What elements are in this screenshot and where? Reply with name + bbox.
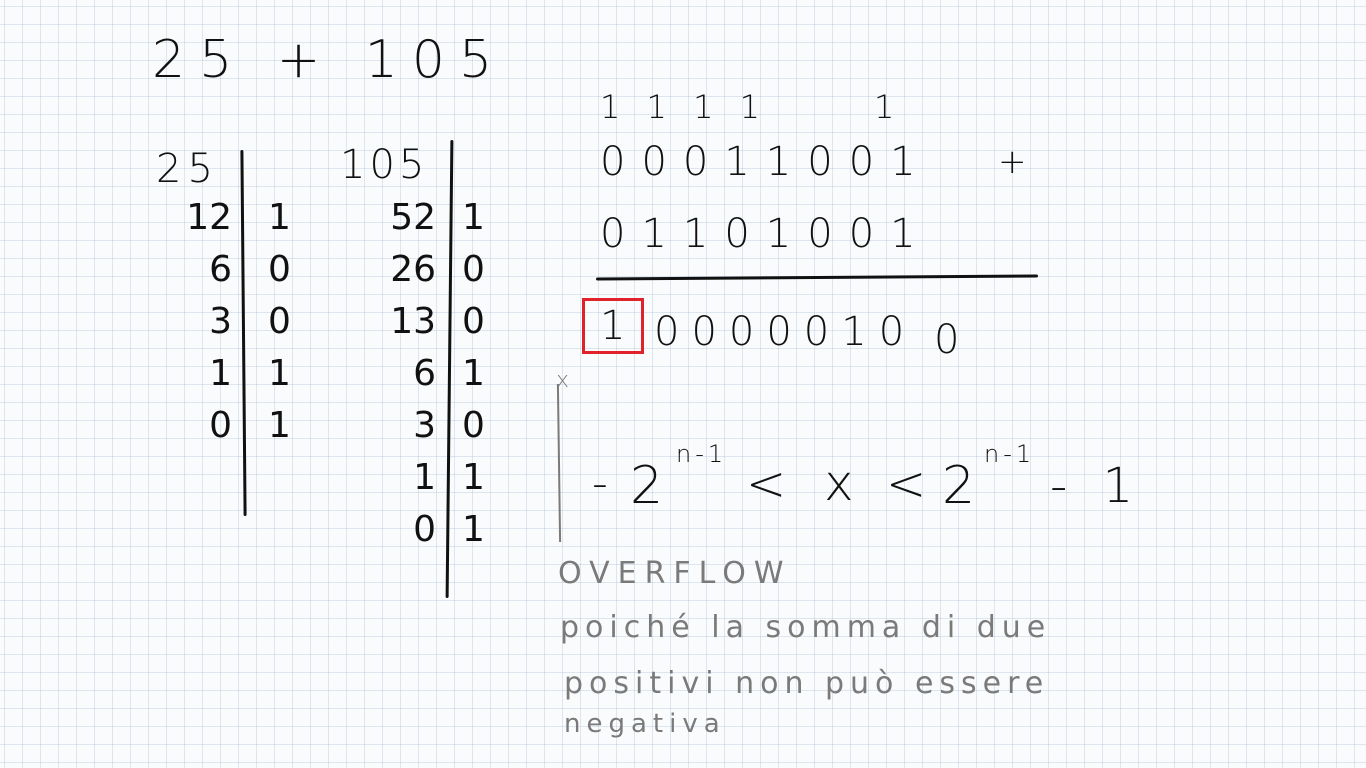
quotient: 13	[390, 301, 436, 342]
remainder: 1	[268, 197, 291, 238]
quotient: 52	[390, 197, 436, 238]
plus-sign: +	[998, 142, 1027, 182]
result-bits: 0000010	[654, 309, 917, 355]
remainder: 0	[462, 301, 485, 342]
operand-1: 00011001	[600, 139, 932, 185]
result-last-bit: 0	[934, 317, 960, 363]
quotient: 0	[209, 405, 232, 446]
carry-row-right: 1	[874, 88, 895, 126]
conversion-25-quotients: 12 6 3 1 0	[150, 192, 232, 452]
formula-lt-1: <	[746, 456, 787, 512]
overflow-note-line-2: positivi non può essere	[564, 666, 1050, 701]
conversion-105-header: 105	[340, 142, 429, 188]
conversion-25-header: 25	[156, 146, 219, 192]
conversion-105-remainders: 1 0 0 1 0 1 1	[462, 192, 502, 556]
quotient: 3	[209, 301, 232, 342]
formula-tail: - 1	[1050, 458, 1144, 514]
formula-base-2: 2	[942, 456, 976, 516]
remainder: 1	[462, 353, 485, 394]
formula-lt-2: <	[886, 456, 927, 512]
remainder: 1	[268, 353, 291, 394]
sum-line	[595, 274, 1039, 281]
remainder: 1	[462, 509, 485, 550]
formula-x: x	[824, 454, 854, 512]
carry-row-left: 1 1 1 1	[600, 88, 768, 126]
quotient: 6	[209, 249, 232, 290]
overflow-marker: x	[556, 368, 570, 393]
conversion-25-remainders: 1 0 0 1 1	[268, 192, 308, 452]
quotient: 3	[413, 405, 436, 446]
conversion-25-divider	[240, 149, 247, 517]
remainder: 0	[268, 249, 291, 290]
remainder: 1	[462, 457, 485, 498]
overflow-note-line-1: poiché la somma di due	[560, 610, 1052, 645]
remainder: 0	[462, 405, 485, 446]
quotient: 1	[209, 353, 232, 394]
conversion-105-divider	[445, 139, 454, 599]
remainder: 0	[268, 301, 291, 342]
quotient: 6	[413, 353, 436, 394]
formula-base-1: 2	[630, 456, 664, 516]
remainder: 0	[462, 249, 485, 290]
operand-2: 01101001	[600, 211, 932, 257]
overflow-bit-box	[582, 298, 644, 354]
quotient: 0	[413, 509, 436, 550]
remainder: 1	[268, 405, 291, 446]
overflow-arrow-line	[556, 383, 562, 543]
conversion-105-quotients: 52 26 13 6 3 1 0	[350, 192, 436, 556]
overflow-heading: OVERFLOW	[558, 556, 792, 591]
quotient: 1	[413, 457, 436, 498]
formula-exp-1: n-1	[676, 440, 728, 468]
quotient: 26	[390, 249, 436, 290]
overflow-bit: 1	[600, 303, 626, 349]
quotient: 12	[186, 197, 232, 238]
formula-exp-2: n-1	[984, 440, 1036, 468]
overflow-note-line-3: negativa	[564, 709, 726, 739]
formula-minus: -	[592, 458, 608, 509]
remainder: 1	[462, 197, 485, 238]
problem-title: 25 + 105	[152, 30, 507, 90]
